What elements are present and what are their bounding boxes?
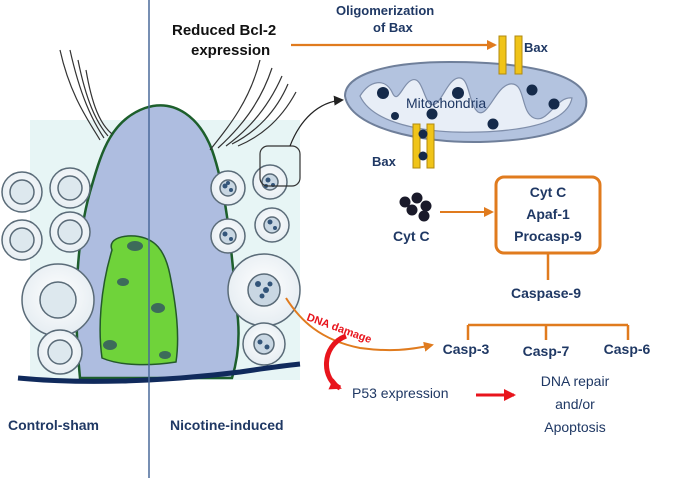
bax-left-label: Bax bbox=[372, 154, 397, 169]
nicotine-cells bbox=[210, 164, 301, 366]
cytc-label: Cyt C bbox=[393, 228, 430, 244]
bax-channel-bottom bbox=[412, 123, 435, 169]
bax-top-label: Bax bbox=[524, 40, 549, 55]
zoom-arrow bbox=[289, 95, 344, 147]
control-sham-label: Control-sham bbox=[8, 417, 99, 433]
mito-dots bbox=[377, 84, 560, 130]
hair-strokes bbox=[59, 49, 297, 151]
p53-label: P53 expression bbox=[352, 385, 449, 401]
green-region bbox=[99, 235, 179, 366]
green-spot bbox=[117, 278, 129, 286]
caspase9-label: Caspase-9 bbox=[511, 285, 581, 301]
reduced-bcl2-label-line2: expression bbox=[191, 42, 270, 59]
bax-channel-top bbox=[498, 35, 523, 75]
casp7-label: Casp-7 bbox=[523, 343, 570, 359]
casp6-label: Casp-6 bbox=[604, 341, 651, 357]
fragmented-nuclei bbox=[222, 177, 277, 350]
oligomerization-label-line1: Oligomerization bbox=[336, 3, 434, 18]
green-spot bbox=[151, 303, 165, 313]
zoom-inset-box bbox=[259, 145, 301, 187]
outcome-line2: and/or bbox=[555, 396, 595, 412]
outcome-line1: DNA repair bbox=[541, 373, 610, 389]
apoptosome-line1: Cyt C bbox=[530, 184, 567, 200]
outcome-line3: Apoptosis bbox=[544, 419, 605, 435]
reduced-bcl2-label-line1: Reduced Bcl-2 bbox=[172, 22, 276, 39]
dna-damage-line bbox=[285, 297, 434, 352]
green-spot bbox=[159, 351, 171, 359]
cytc-cluster bbox=[399, 192, 432, 222]
oligomerization-label-line2: of Bax bbox=[373, 20, 414, 35]
control-cells bbox=[1, 167, 95, 375]
caspase-bracket bbox=[466, 323, 630, 340]
apoptosome-line2: Apaf-1 bbox=[526, 206, 570, 222]
green-spot bbox=[103, 340, 117, 350]
green-spot bbox=[127, 241, 143, 251]
apoptosome-line3: Procasp-9 bbox=[514, 228, 582, 244]
nicotine-induced-label: Nicotine-induced bbox=[170, 417, 284, 433]
basement-membrane bbox=[17, 361, 301, 384]
mitochondria-cristae bbox=[359, 77, 573, 133]
mitochondria-label: Mitochondria bbox=[406, 95, 486, 111]
casp3-label: Casp-3 bbox=[443, 341, 490, 357]
p53-curved-arrow bbox=[324, 333, 348, 391]
